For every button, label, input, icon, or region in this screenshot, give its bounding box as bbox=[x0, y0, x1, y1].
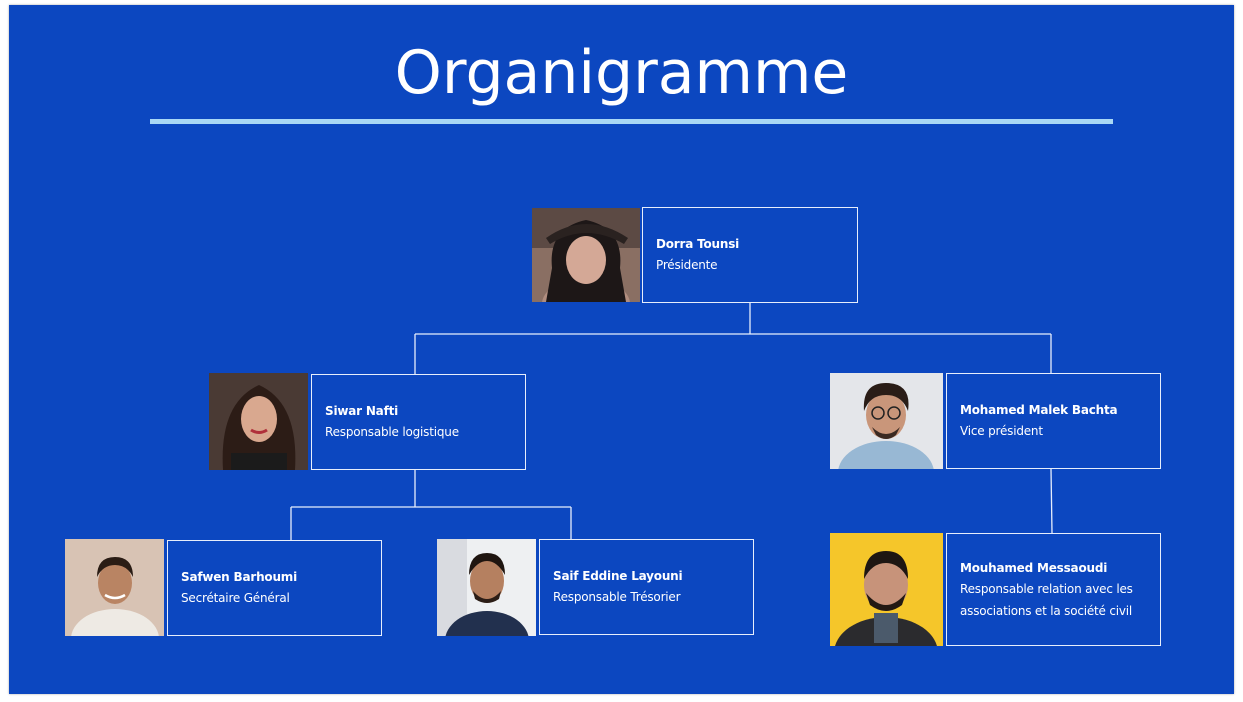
card-dorra-tounsi: Dorra Tounsi Présidente bbox=[642, 207, 858, 303]
member-name: Mohamed Malek Bachta bbox=[960, 403, 1118, 417]
person-photo-icon bbox=[437, 539, 536, 636]
member-role: Présidente bbox=[656, 258, 718, 272]
photo-safwen-barhoumi bbox=[65, 539, 164, 636]
member-name: Saif Eddine Layouni bbox=[553, 569, 683, 583]
member-role: Vice président bbox=[960, 424, 1043, 438]
photo-mohamed-malek-bachta bbox=[830, 373, 943, 469]
photo-siwar-nafti bbox=[209, 373, 308, 470]
member-role: Secrétaire Général bbox=[181, 591, 290, 605]
member-name: Mouhamed Messaoudi bbox=[960, 560, 1108, 575]
card-siwar-nafti: Siwar Nafti Responsable logistique bbox=[311, 374, 526, 470]
member-role: Responsable logistique bbox=[325, 425, 459, 439]
person-photo-icon bbox=[65, 539, 164, 636]
member-role: Responsable Trésorier bbox=[553, 590, 681, 604]
photo-mouhamed-messaoudi bbox=[830, 533, 943, 646]
member-name: Safwen Barhoumi bbox=[181, 570, 298, 584]
card-mouhamed-messaoudi: Mouhamed Messaoudi Responsable relation … bbox=[946, 533, 1161, 646]
slide: Organigramme Dorr bbox=[9, 5, 1234, 694]
person-photo-icon bbox=[532, 208, 640, 302]
card-mohamed-malek-bachta: Mohamed Malek Bachta Vice président bbox=[946, 373, 1161, 469]
card-safwen-barhoumi: Safwen Barhoumi Secrétaire Général bbox=[167, 540, 382, 636]
photo-saif-eddine-layouni bbox=[437, 539, 536, 636]
person-photo-icon bbox=[830, 533, 943, 646]
person-photo-icon bbox=[830, 373, 943, 469]
slide-title: Organigramme bbox=[394, 38, 849, 108]
org-connectors bbox=[290, 303, 1053, 540]
card-saif-eddine-layouni: Saif Eddine Layouni Responsable Trésorie… bbox=[539, 539, 754, 635]
member-role: Responsable relation avec les associatio… bbox=[960, 581, 1133, 618]
member-name: Siwar Nafti bbox=[325, 404, 399, 418]
photo-dorra-tounsi bbox=[532, 208, 640, 302]
person-photo-icon bbox=[209, 373, 308, 470]
connector-malek-down bbox=[1050, 468, 1053, 534]
member-name: Dorra Tounsi bbox=[656, 237, 740, 251]
title-underline bbox=[150, 119, 1113, 124]
